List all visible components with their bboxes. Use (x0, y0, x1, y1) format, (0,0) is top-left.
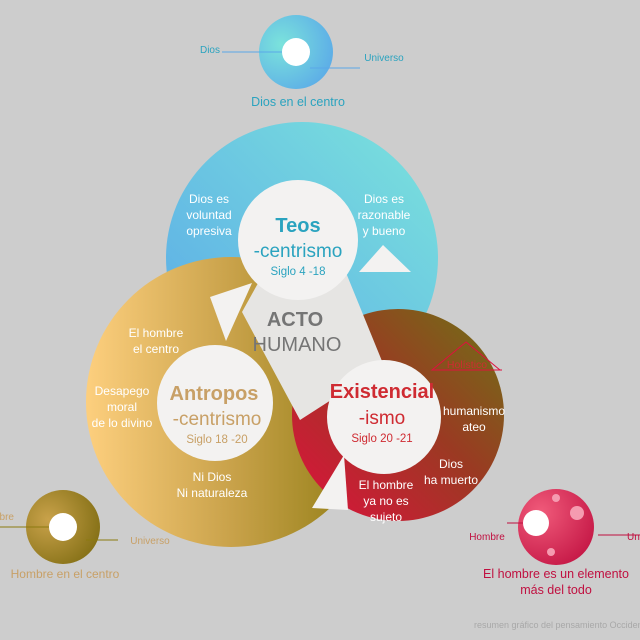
exis-right-line-1: humanismo (443, 404, 505, 418)
teo-left-line-1: Dios es (189, 192, 229, 206)
exis-section: Existencial -ismo Siglo 20 -21 humanismo… (330, 341, 505, 524)
teo-left-line-2: voluntad (186, 208, 231, 222)
exis-title: Existencial (330, 381, 435, 403)
left-icon-right-label: Universo (130, 536, 170, 547)
top-icon-right-label: Universo (364, 53, 404, 64)
holistic-badge-label: Holístico (447, 359, 487, 371)
teo-right-line-2: razonable (358, 208, 411, 222)
antro-bottom-line-1: Ni Dios (193, 470, 232, 484)
footer-note: resumen gráfico del pensamiento Occident… (474, 620, 640, 630)
left-icon-left-label: Hombre (0, 512, 14, 523)
exis-inner-circle (327, 360, 441, 474)
exis-suffix: -ismo (359, 408, 405, 429)
top-icon-group: Dios Universo Dios en el centro (200, 15, 404, 109)
antro-inner-circle (157, 345, 273, 461)
right-icon-left-label: Hombre (469, 532, 505, 543)
left-icon-group: Hombre Universo Hombre en el centro (0, 490, 170, 581)
left-icon-caption: Hombre en el centro (11, 567, 120, 581)
exis-bottom-line-3: sujeto (370, 510, 402, 524)
top-icon-left-label: Dios (200, 45, 220, 56)
small-sphere-icon (570, 506, 584, 520)
right-icon-caption-line-2: más del todo (520, 583, 592, 597)
right-icon-caption-line-1: El hombre es un elemento (483, 567, 629, 581)
antro-suffix: -centrismo (173, 409, 262, 430)
center-line-1: ACTO (267, 309, 323, 331)
exis-era: Siglo 20 -21 (351, 433, 412, 445)
right-icon-group: Hombre Universo El hombre es un elemento… (469, 489, 640, 597)
teo-right-line-1: Dios es (364, 192, 404, 206)
antro-left-line-2: moral (107, 400, 137, 414)
teo-right-line-3: y bueno (363, 224, 406, 238)
left-center-dot-icon (49, 513, 77, 541)
antro-top-line-1: El hombre (129, 326, 184, 340)
antro-top-line-2: el centro (133, 342, 179, 356)
exis-arrow-icon (312, 455, 348, 510)
top-icon-caption: Dios en el centro (251, 95, 345, 109)
small-sphere-icon (552, 494, 560, 502)
teo-era: Siglo 4 -18 (271, 266, 326, 278)
antro-bottom-line-2: Ni naturaleza (177, 486, 248, 500)
right-center-dot-icon (523, 510, 549, 536)
teo-suffix: -centrismo (254, 241, 343, 262)
exis-bottom-line-1: El hombre (359, 478, 414, 492)
small-sphere-icon (547, 548, 555, 556)
exis-bottom-line-2: ya no es (363, 494, 408, 508)
exis-right2-line-2: ha muerto (424, 473, 478, 487)
teo-section: Teos -centrismo Siglo 4 -18 Dios es volu… (186, 192, 410, 278)
teo-left-line-3: opresiva (186, 224, 232, 238)
antro-era: Siglo 18 -20 (186, 434, 247, 446)
antro-arrow-icon (210, 283, 252, 341)
antro-left-line-3: de lo divino (92, 416, 153, 430)
antro-left-line-1: Desapego (95, 384, 150, 398)
center-dot-icon (282, 38, 310, 66)
teo-arrow-icon (359, 245, 411, 272)
center-line-2: HUMANO (253, 334, 342, 356)
teo-inner-circle (238, 180, 358, 300)
teo-title: Teos (275, 215, 320, 237)
right-icon-right-label: Universo (627, 532, 640, 543)
exis-right2-line-1: Dios (439, 457, 463, 471)
antro-section: Antropos -centrismo Siglo 18 -20 El homb… (92, 326, 262, 500)
exis-right-line-2: ateo (462, 420, 486, 434)
antro-title: Antropos (170, 383, 259, 405)
